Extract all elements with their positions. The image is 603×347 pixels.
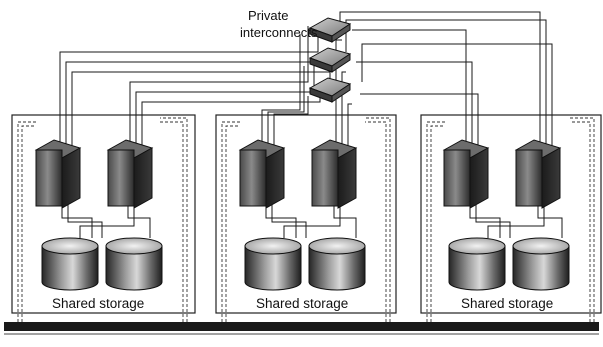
interconnect-switches — [308, 17, 352, 103]
shared-storage-label-2: Shared storage — [256, 296, 348, 311]
shared-storage-label-1: Shared storage — [52, 296, 144, 311]
switch-2 — [308, 47, 352, 73]
server-c2-a — [238, 139, 286, 209]
interconnects-label-line2: interconnects — [240, 25, 318, 40]
server-c1-a — [34, 139, 82, 209]
cluster-frame-2 — [215, 114, 397, 314]
storage-c1-a — [41, 237, 99, 291]
network-backbone — [4, 322, 599, 331]
storage-c2-b — [308, 237, 366, 291]
storage-units — [41, 237, 570, 291]
storage-cables — [61, 205, 563, 238]
cluster-frames — [11, 114, 602, 314]
cluster-frame-1 — [11, 114, 196, 314]
server-c3-b — [514, 139, 562, 209]
cluster-frame-3 — [420, 114, 602, 314]
server-c1-b — [106, 139, 154, 209]
interconnects-label-line1: Private — [248, 8, 288, 23]
servers — [34, 139, 562, 209]
interconnect-cables — [59, 11, 553, 160]
switch-3 — [308, 77, 352, 103]
storage-c3-a — [448, 237, 506, 291]
server-c3-a — [442, 139, 490, 209]
storage-c1-b — [105, 237, 163, 291]
storage-c2-a — [244, 237, 302, 291]
storage-c3-b — [512, 237, 570, 291]
switch-1 — [308, 17, 352, 43]
dashed-links — [17, 117, 595, 322]
server-c2-b — [310, 139, 358, 209]
shared-storage-label-3: Shared storage — [461, 296, 553, 311]
